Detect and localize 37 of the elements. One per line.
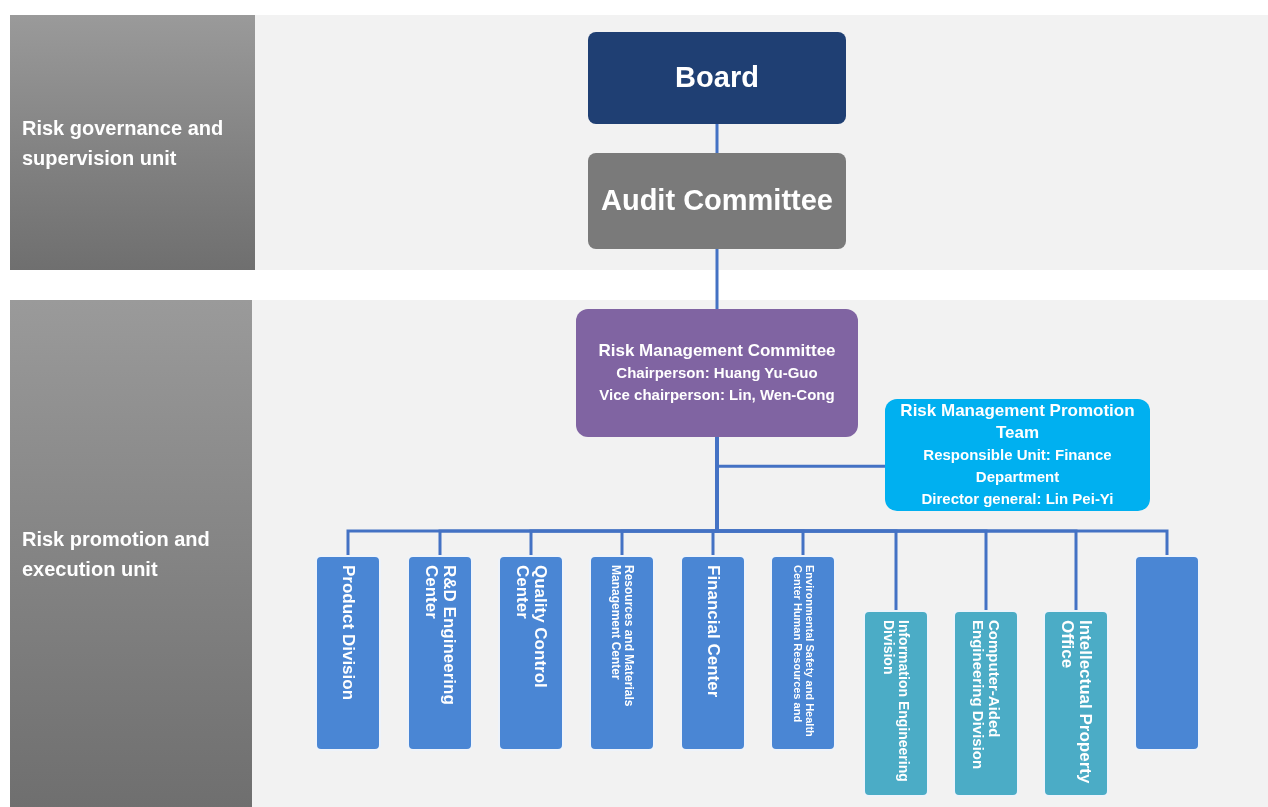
department-box: [1043, 610, 1109, 797]
unit-label: Risk governance and supervision unit: [22, 115, 225, 171]
box-title: Board: [675, 60, 759, 96]
box-title: Risk Management Committee: [598, 340, 836, 362]
committee-box: [885, 399, 1150, 511]
department-name: Intellectual Property Office: [1058, 620, 1094, 786]
department-box: [315, 555, 381, 751]
box-detail: Chairperson: Huang Yu-Guo: [616, 363, 818, 383]
department-name: Information Engineering Division: [881, 620, 911, 784]
box-title: Risk Management Promotion Team: [899, 400, 1136, 444]
department-box: [953, 610, 1019, 797]
department-name: Resources and Materials Management Center: [609, 565, 635, 709]
org-box: [588, 153, 846, 249]
box-title: Audit Committee: [601, 183, 833, 219]
committee-box: [576, 309, 858, 437]
department-box: [770, 555, 836, 751]
department-name: Environmental Safety and Health Center Human Resources and: [791, 565, 815, 739]
unit-label: Risk promotion and execution unit: [22, 526, 211, 582]
box-detail: Director general: Lin Pei-Yi: [921, 489, 1114, 509]
department-name: Computer-Aided Engineering Division: [970, 620, 1002, 772]
department-box: [1134, 555, 1200, 751]
connector-line: [715, 249, 719, 309]
department-box: [589, 555, 655, 751]
department-name: Financial Center: [704, 565, 722, 700]
box-detail: Responsible Unit: Finance Department: [922, 445, 1113, 487]
department-box: [407, 555, 473, 751]
org-box: [588, 32, 846, 124]
unit-label-panel: [10, 300, 252, 807]
connector-line: [715, 124, 719, 153]
box-detail: Vice chairperson: Lin, Wen-Cong: [599, 385, 835, 405]
department-name: Product Division: [339, 565, 357, 703]
department-box: [863, 610, 929, 797]
department-name: Quality Control Center: [513, 565, 549, 690]
unit-label-panel: [10, 15, 255, 270]
department-name: R&D Engineering Center: [422, 565, 458, 707]
department-box: [498, 555, 564, 751]
department-box: [680, 555, 746, 751]
